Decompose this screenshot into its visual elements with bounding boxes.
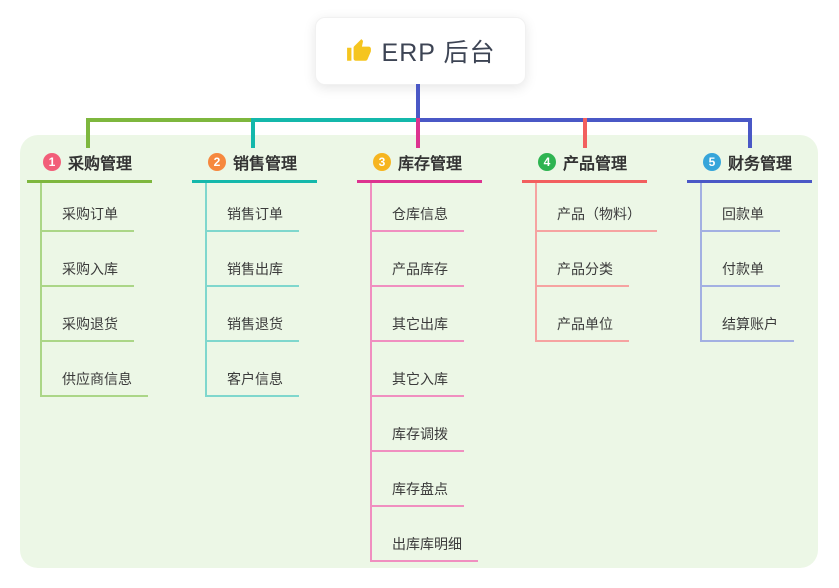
branch-item-list: 产品（物料）产品分类产品单位 (535, 183, 657, 342)
branch-item[interactable]: 库存盘点 (372, 452, 464, 507)
connector-line (86, 118, 90, 148)
branch-item[interactable]: 库存调拨 (372, 397, 464, 452)
branch-item[interactable]: 结算账户 (702, 287, 794, 342)
branch-label: 采购管理 (68, 156, 133, 173)
mindmap-panel (20, 135, 818, 568)
branch-3: 3 库存管理 仓库信息产品库存其它出库其它入库库存调拨库存盘点出库库明细 (357, 150, 483, 562)
branch-item[interactable]: 供应商信息 (42, 342, 148, 397)
branch-item[interactable]: 仓库信息 (372, 183, 464, 232)
branch-number-badge: 1 (43, 153, 61, 171)
branch-label: 销售管理 (233, 156, 298, 173)
branch-item[interactable]: 出库库明细 (372, 507, 478, 562)
branch-item[interactable]: 采购订单 (42, 183, 134, 232)
branch-item-list: 采购订单采购入库采购退货供应商信息 (40, 183, 152, 397)
branch-header[interactable]: 3 库存管理 (357, 150, 483, 183)
branch-1: 1 采购管理 采购订单采购入库采购退货供应商信息 (27, 150, 153, 397)
branch-item-list: 销售订单销售出库销售退货客户信息 (205, 183, 317, 397)
branch-item[interactable]: 销售退货 (207, 287, 299, 342)
branch-item[interactable]: 产品（物料） (537, 183, 657, 232)
branch-item[interactable]: 采购退货 (42, 287, 134, 342)
branch-item[interactable]: 回款单 (702, 183, 780, 232)
branch-header[interactable]: 4 产品管理 (522, 150, 648, 183)
branch-item[interactable]: 付款单 (702, 232, 780, 287)
branch-item[interactable]: 产品分类 (537, 232, 629, 287)
thumbs-up-icon (346, 38, 372, 64)
branch-item-list: 回款单付款单结算账户 (700, 183, 812, 342)
branch-label: 库存管理 (398, 156, 463, 173)
root-title: ERP 后台 (381, 39, 496, 67)
branch-header[interactable]: 1 采购管理 (27, 150, 153, 183)
connector-line (748, 118, 752, 148)
branch-4: 4 产品管理 产品（物料）产品分类产品单位 (522, 150, 657, 342)
branch-label: 产品管理 (563, 156, 628, 173)
branch-item[interactable]: 其它出库 (372, 287, 464, 342)
branch-2: 2 销售管理 销售订单销售出库销售退货客户信息 (192, 150, 318, 397)
branch-item[interactable]: 产品单位 (537, 287, 629, 342)
connector-line (583, 118, 587, 148)
branch-item[interactable]: 销售订单 (207, 183, 299, 232)
branch-item[interactable]: 产品库存 (372, 232, 464, 287)
branch-number-badge: 5 (703, 153, 721, 171)
branch-number-badge: 3 (373, 153, 391, 171)
branch-item[interactable]: 销售出库 (207, 232, 299, 287)
branch-item-list: 仓库信息产品库存其它出库其它入库库存调拨库存盘点出库库明细 (370, 183, 482, 562)
connector-line (86, 118, 255, 122)
connector-line (251, 118, 255, 148)
branch-item[interactable]: 其它入库 (372, 342, 464, 397)
branch-number-badge: 2 (208, 153, 226, 171)
branch-number-badge: 4 (538, 153, 556, 171)
branch-header[interactable]: 5 财务管理 (687, 150, 813, 183)
connector-line (416, 84, 420, 120)
branch-item[interactable]: 采购入库 (42, 232, 134, 287)
connector-line (416, 118, 420, 148)
branch-5: 5 财务管理 回款单付款单结算账户 (687, 150, 813, 342)
branch-header[interactable]: 2 销售管理 (192, 150, 318, 183)
connector-line (251, 118, 420, 122)
branch-item[interactable]: 客户信息 (207, 342, 299, 397)
root-node[interactable]: ERP 后台 (315, 17, 526, 85)
branch-label: 财务管理 (728, 156, 793, 173)
